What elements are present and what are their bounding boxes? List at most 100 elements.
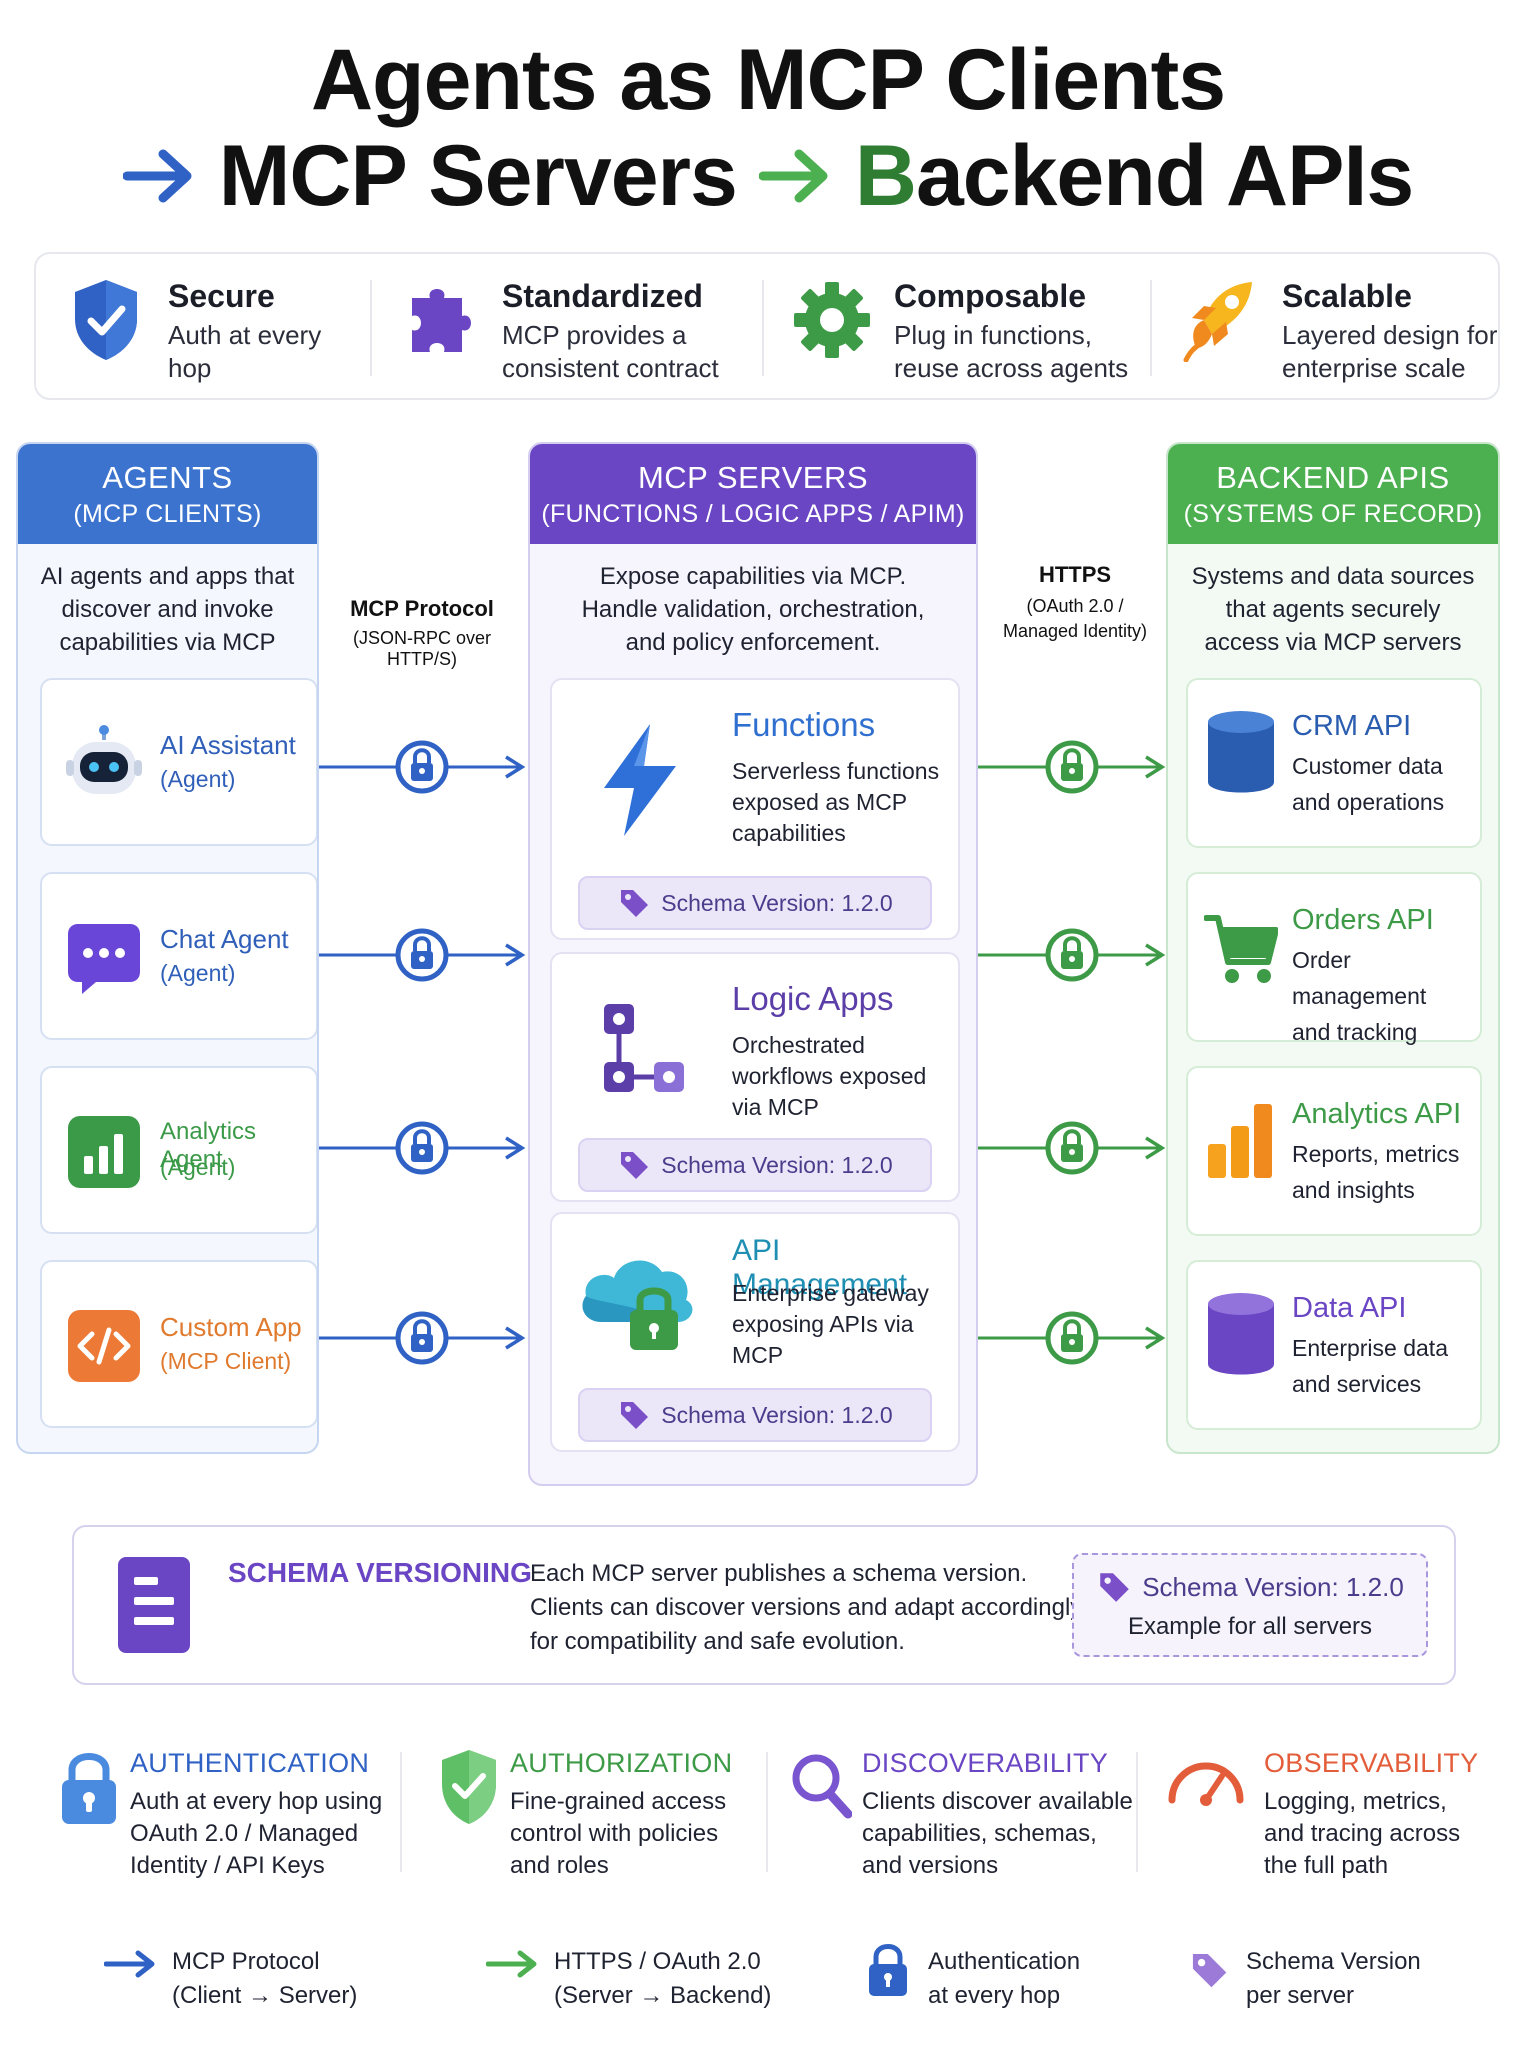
schema-versioning-title: SCHEMA VERSIONING <box>228 1557 532 1588</box>
server-name: API Management <box>732 1234 908 1301</box>
principle-title: AUTHENTICATION <box>130 1748 370 1778</box>
robot-icon <box>64 724 144 804</box>
principle-title: DISCOVERABILITY <box>862 1748 1109 1778</box>
agents-header: AGENTS (MCP CLIENTS) <box>18 444 317 544</box>
backend-name: CRM API <box>1292 710 1412 742</box>
schema-version-badge: Schema Version: 1.2.0 <box>578 1388 932 1442</box>
https-label: HTTPS (OAuth 2.0 / Managed Identity) <box>1002 562 1148 641</box>
https-connector-4 <box>978 1314 1166 1362</box>
principle-discoverability: DISCOVERABILITY Clients discover availab… <box>790 1748 1150 1898</box>
agents-column: AGENTS (MCP CLIENTS) AI agents and apps … <box>16 442 319 1454</box>
page-title-line-2: MCP Servers Backend APIs <box>0 126 1536 226</box>
agent-name: Custom App <box>160 1312 302 1342</box>
database-icon <box>1208 711 1274 793</box>
bar-chart-icon <box>1208 1104 1272 1178</box>
schema-version-badge: Schema Version: 1.2.0 <box>578 1138 932 1192</box>
lock-icon <box>62 1753 116 1824</box>
mcp-servers-column: MCP SERVERS (FUNCTIONS / LOGIC APPS / AP… <box>528 442 978 1486</box>
tag-icon <box>621 890 649 917</box>
feature-title: Composable <box>894 278 1087 314</box>
backend-name: Data API <box>1292 1292 1407 1324</box>
mcp-protocol-label: MCP Protocol (JSON-RPC over HTTP/S) <box>350 596 494 669</box>
connectors-layer <box>319 0 1166 1500</box>
agent-role: (Agent) <box>160 960 236 986</box>
legend-text: MCP Protocol(Client → Server) <box>172 1948 358 2009</box>
principle-title: OBSERVABILITY <box>1264 1748 1479 1778</box>
bar-chart-icon <box>64 1112 144 1192</box>
divider <box>370 280 372 376</box>
title-backend-apis: Backend APIs <box>854 128 1414 224</box>
blue-arrow-icon <box>104 1950 155 1978</box>
schema-example-badge: Schema Version: 1.2.0 Example for all se… <box>1072 1553 1428 1657</box>
gauge-icon <box>1168 1762 1244 1806</box>
backend-header: BACKEND APIS (SYSTEMS OF RECORD) <box>1168 444 1498 544</box>
backend-name: Analytics API <box>1292 1098 1462 1130</box>
document-icon <box>118 1557 190 1653</box>
agent-role: (MCP Client) <box>160 1348 292 1374</box>
agent-card-chat-agent[interactable]: Chat Agent (Agent) <box>40 872 317 1040</box>
agent-card-ai-assistant[interactable]: AI Assistant (Agent) <box>40 678 317 846</box>
https-connector-1 <box>978 743 1166 791</box>
lock-icon <box>1048 1314 1096 1362</box>
mcp-connector-2 <box>319 931 526 979</box>
magnifier-icon <box>792 1754 852 1819</box>
workflow-icon <box>604 1004 684 1092</box>
agent-name: Chat Agent <box>160 924 289 954</box>
tag-icon <box>621 1402 649 1429</box>
divider <box>762 280 764 376</box>
divider <box>766 1752 768 1872</box>
principle-title: AUTHORIZATION <box>510 1748 733 1778</box>
agent-name: Analytics Agent <box>160 1118 257 1173</box>
chat-bubble-icon <box>64 918 144 998</box>
blue-arrow-icon <box>122 149 192 203</box>
agent-role: (Agent) <box>160 766 236 792</box>
database-icon <box>1208 1293 1274 1375</box>
agent-role: (Agent) <box>160 1154 236 1180</box>
feature-title: Secure <box>168 278 275 314</box>
code-icon <box>64 1306 144 1386</box>
principle-observability: OBSERVABILITY Logging, metrics,and traci… <box>1164 1748 1504 1898</box>
divider <box>400 1752 402 1872</box>
gear-icon <box>794 282 870 358</box>
lock-icon <box>398 743 446 791</box>
legend-https: HTTPS / OAuth 2.0(Server → Backend) <box>486 1945 806 2015</box>
agent-card-analytics-agent[interactable]: Analytics Agent (Agent) <box>40 1066 317 1234</box>
shield-check-icon <box>75 280 137 360</box>
lock-icon <box>398 1314 446 1362</box>
lightning-icon <box>604 724 676 836</box>
lock-icon <box>398 1124 446 1172</box>
tag-icon <box>1100 1573 1130 1602</box>
mcp-connector-1 <box>319 743 526 791</box>
https-connector-3 <box>978 1124 1166 1172</box>
agent-card-custom-app[interactable]: Custom App (MCP Client) <box>40 1260 317 1428</box>
tag-icon <box>621 1152 649 1179</box>
shield-check-icon <box>442 1750 496 1824</box>
feature-composable: Composable Plug in functions,reuse acros… <box>792 274 1128 384</box>
